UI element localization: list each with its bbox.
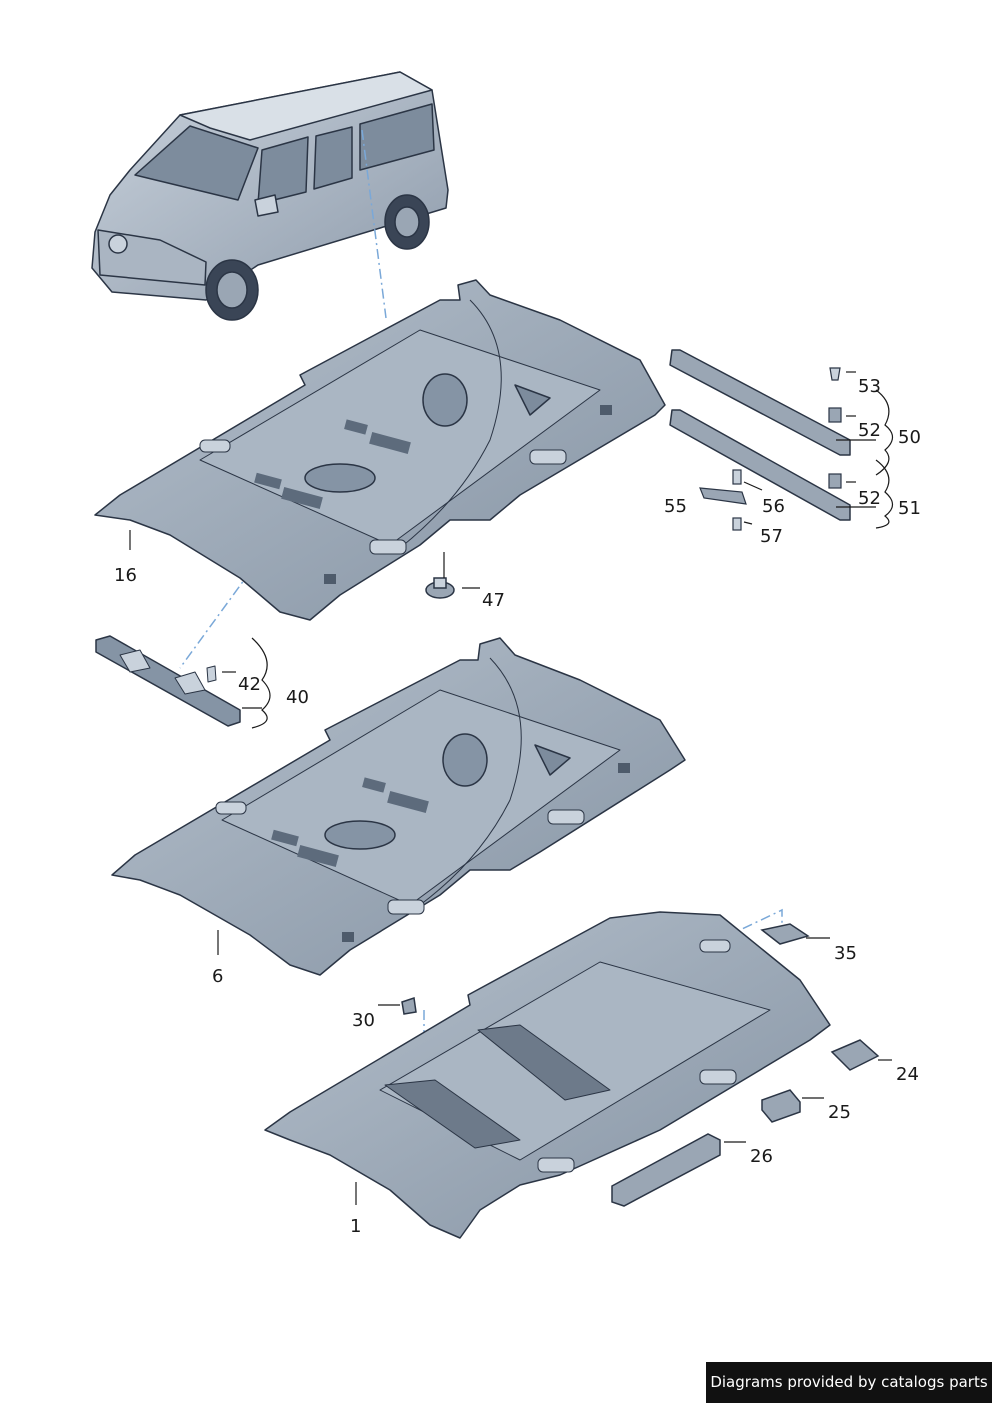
label-40: 40	[286, 687, 309, 708]
fastener-52-lower	[828, 473, 842, 489]
label-52-upper: 52	[858, 420, 881, 441]
label-55: 55	[664, 496, 687, 517]
headliner-6	[111, 637, 686, 976]
label-57: 57	[760, 526, 783, 547]
part-35-handle	[760, 923, 810, 945]
label-26: 26	[750, 1146, 773, 1167]
label-53: 53	[858, 376, 881, 397]
label-42: 42	[238, 674, 261, 695]
label-24: 24	[896, 1064, 919, 1085]
label-56: 56	[762, 496, 785, 517]
headliner-1	[264, 911, 831, 1239]
part-40-strip	[95, 635, 241, 727]
label-30: 30	[352, 1010, 375, 1031]
van-illustration	[91, 71, 449, 321]
label-47: 47	[482, 590, 505, 611]
rail-lower	[669, 409, 851, 521]
part-24-handle	[830, 1039, 880, 1071]
part-26-foam	[611, 1133, 721, 1207]
bolt-56	[732, 469, 742, 485]
part-25-pad	[761, 1089, 801, 1123]
headliner-16	[94, 279, 666, 621]
label-50: 50	[898, 427, 921, 448]
label-51: 51	[898, 498, 921, 519]
label-52-lower: 52	[858, 488, 881, 509]
bracket-55	[699, 487, 747, 505]
fastener-53	[829, 367, 841, 381]
label-25: 25	[828, 1102, 851, 1123]
part-47-clip	[425, 577, 455, 599]
fastener-52-upper	[828, 407, 842, 423]
leader-lines	[129, 371, 894, 1205]
part-30-clip	[401, 997, 417, 1015]
label-35: 35	[834, 943, 857, 964]
label-1: 1	[350, 1216, 361, 1237]
label-16: 16	[114, 565, 137, 586]
screw-57	[732, 517, 742, 531]
label-6: 6	[212, 966, 223, 987]
footer-credit: Diagrams provided by catalogs parts	[706, 1362, 992, 1403]
rail-upper	[669, 349, 851, 456]
